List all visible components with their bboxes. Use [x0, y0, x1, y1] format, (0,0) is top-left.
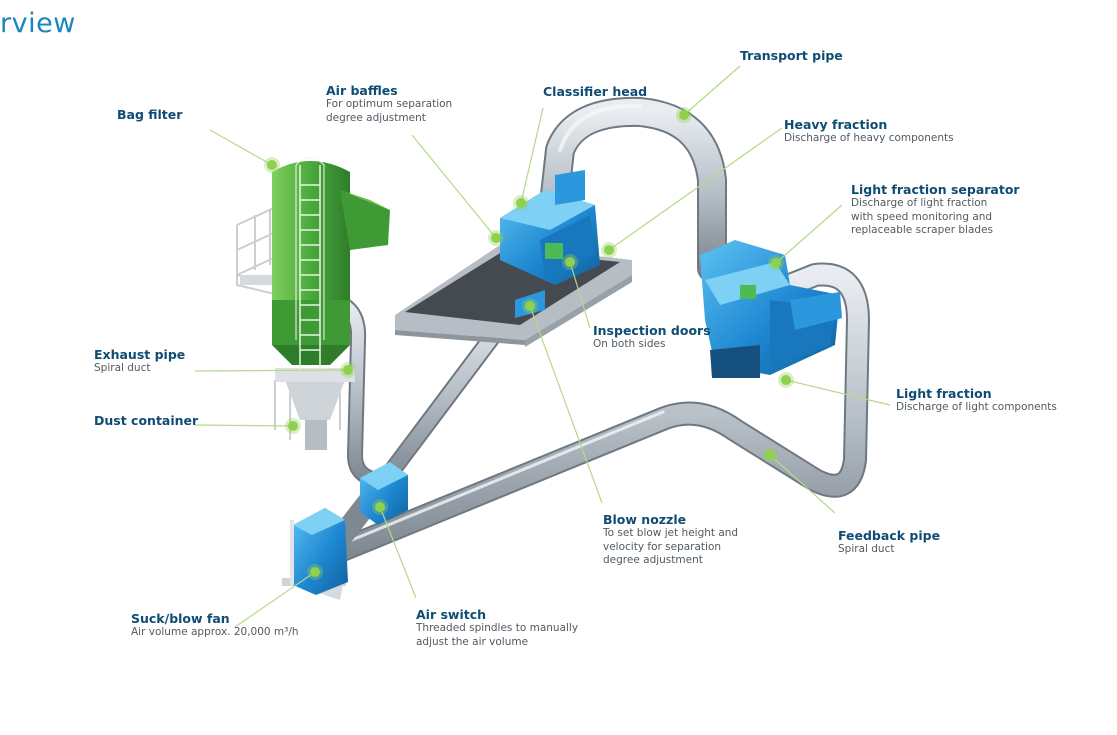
label-title: Heavy fraction [784, 117, 954, 132]
label-light-fraction-separator: Light fraction separator Discharge of li… [851, 182, 1020, 238]
callout-dot [307, 564, 323, 580]
callout-dot [778, 372, 794, 388]
label-exhaust-pipe: Exhaust pipe Spiral duct [94, 347, 185, 376]
bag-filter-shape [237, 158, 390, 451]
label-transport-pipe: Transport pipe [740, 48, 843, 63]
callout-dot [762, 447, 778, 463]
callout-dot [513, 195, 529, 211]
callout-dot [768, 255, 784, 271]
callout-dot [285, 418, 301, 434]
label-title: Bag filter [117, 107, 182, 122]
label-line: Discharge of light components [896, 401, 1057, 415]
label-title: Transport pipe [740, 48, 843, 63]
label-line: replaceable scraper blades [851, 224, 1020, 238]
fan-shape [280, 508, 348, 600]
label-feedback-pipe: Feedback pipe Spiral duct [838, 528, 940, 557]
callout-dot [264, 157, 280, 173]
callout-dot [676, 107, 692, 123]
label-title: Light fraction separator [851, 182, 1020, 197]
label-line: with speed monitoring and [851, 211, 1020, 225]
label-air-baffles: Air baffles For optimum separation degre… [326, 83, 452, 125]
label-line: Spiral duct [838, 543, 940, 557]
label-heavy-fraction: Heavy fraction Discharge of heavy compon… [784, 117, 954, 146]
label-air-switch: Air switch Threaded spindles to manually… [416, 607, 578, 649]
label-title: Exhaust pipe [94, 347, 185, 362]
label-line: degree adjustment [603, 554, 738, 568]
label-line: velocity for separation [603, 541, 738, 555]
label-blow-nozzle: Blow nozzle To set blow jet height and v… [603, 512, 738, 568]
label-title: Feedback pipe [838, 528, 940, 543]
label-inspection-doors: Inspection doors On both sides [593, 323, 711, 352]
label-title: Blow nozzle [603, 512, 738, 527]
label-suck-blow-fan: Suck/blow fan Air volume approx. 20,000 … [131, 611, 299, 640]
callout-dot [372, 499, 388, 515]
label-title: Inspection doors [593, 323, 711, 338]
callout-dot [488, 230, 504, 246]
callout-dot [562, 254, 578, 270]
label-title: Suck/blow fan [131, 611, 299, 626]
callout-dot [340, 362, 356, 378]
label-title: Air switch [416, 607, 578, 622]
label-line: Spiral duct [94, 362, 185, 376]
label-line: On both sides [593, 338, 711, 352]
label-line: For optimum separation [326, 98, 452, 112]
label-title: Classifier head [543, 84, 647, 99]
label-dust-container: Dust container [94, 413, 198, 428]
label-bag-filter: Bag filter [117, 107, 182, 122]
label-line: Discharge of light fraction [851, 197, 1020, 211]
label-title: Air baffles [326, 83, 452, 98]
label-line: Discharge of heavy components [784, 132, 954, 146]
label-title: Dust container [94, 413, 198, 428]
callout-dot [522, 298, 538, 314]
callout-dot [601, 242, 617, 258]
label-title: Light fraction [896, 386, 1057, 401]
label-light-fraction: Light fraction Discharge of light compon… [896, 386, 1057, 415]
label-line: To set blow jet height and [603, 527, 738, 541]
label-line: Threaded spindles to manually [416, 622, 578, 636]
label-classifier-head: Classifier head [543, 84, 647, 99]
label-line: Air volume approx. 20,000 m³/h [131, 626, 299, 640]
label-line: adjust the air volume [416, 636, 578, 650]
label-line: degree adjustment [326, 112, 452, 126]
